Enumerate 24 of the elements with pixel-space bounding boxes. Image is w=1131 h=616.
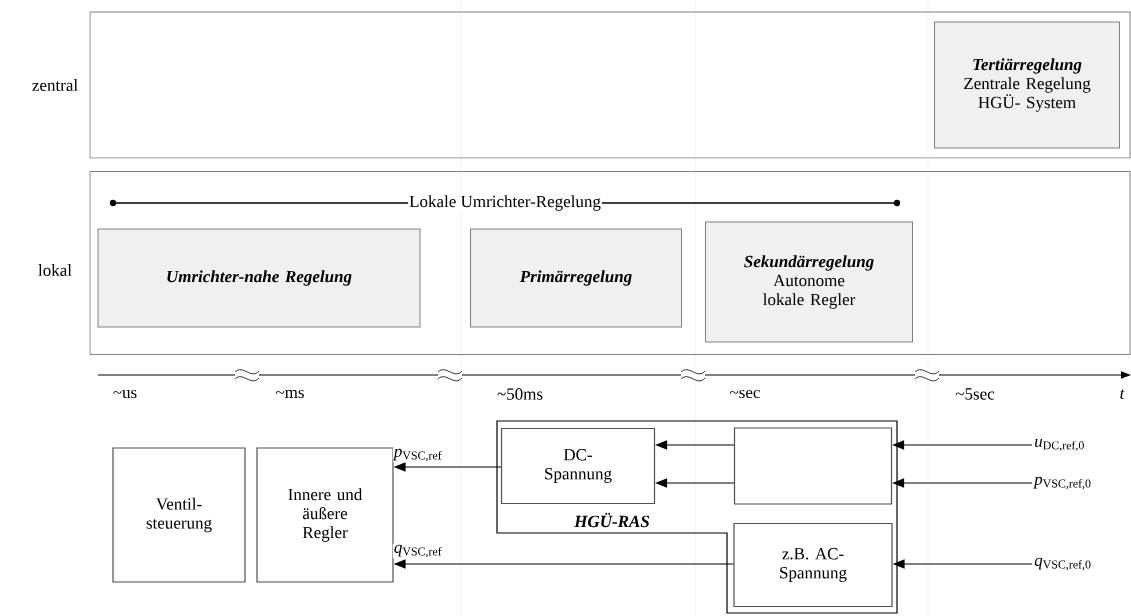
control-box: Tertiärregelung Zentrale Regelung HGÜ- System — [934, 21, 1120, 149]
axis-label: ~ms — [275, 389, 304, 399]
signal-label: p$_{VSC,ref,0}$ — [1033, 476, 1091, 490]
axis-label: ~5sec — [955, 388, 995, 400]
axis-label: t — [1120, 389, 1125, 399]
axis-label: ~sec — [730, 389, 760, 399]
group-label: HGÜ-RAS — [574, 512, 650, 528]
control-box: Primärregelung — [470, 228, 682, 328]
signal-label: u$_{DC,ref,0}$ — [1035, 438, 1084, 452]
axis-label: ~50ms — [497, 388, 543, 400]
axis-label: ~us — [113, 389, 137, 399]
control-box: Umrichter-nahe Regelung — [97, 228, 421, 328]
block-box: z.B. AC- Spannung — [733, 522, 893, 608]
signal-label: q$_{VSC,ref,0}$ — [1034, 557, 1091, 571]
edge-label: p$_{VSC,ref}$ — [392, 447, 444, 463]
range-label: Lokale Umrichter-Regelung — [408, 194, 602, 212]
block-box: Innere und äußere Regler — [256, 447, 394, 583]
block-box: Ventil- steuerung — [112, 447, 246, 583]
row-label: zentral — [32, 79, 78, 91]
edge-label: q$_{VSC,ref}$ — [392, 543, 444, 559]
block-box: DC- Spannung — [500, 427, 656, 505]
row-label: lokal — [38, 264, 72, 276]
control-box: Sekundärregelung Autonome lokale Regler — [705, 221, 913, 343]
block-box — [733, 427, 893, 505]
